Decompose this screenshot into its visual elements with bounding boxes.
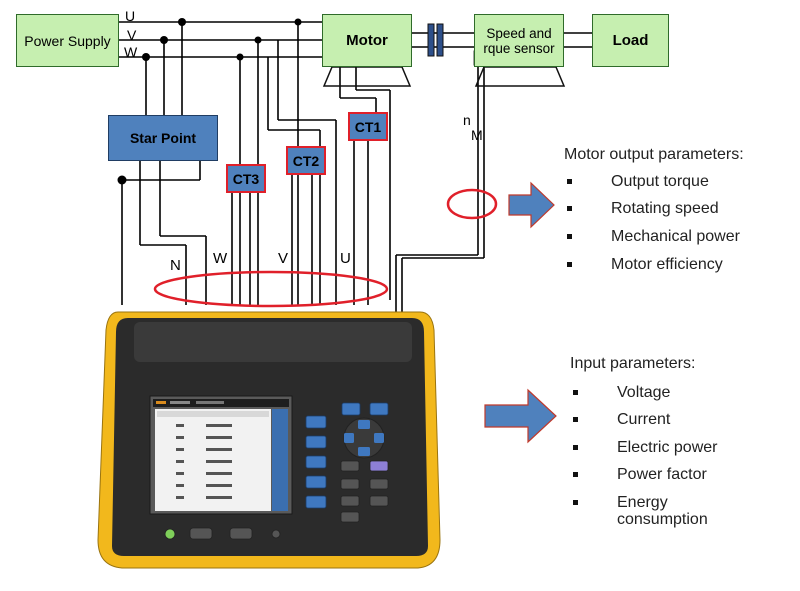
bullet-icon [573, 472, 578, 477]
phase-label-n-bottom: N [170, 257, 181, 274]
star-point-label: Star Point [129, 130, 197, 146]
torque-signal-label: M [471, 127, 483, 143]
input-item: Current [617, 411, 671, 428]
phase-label-w-top: W [124, 44, 138, 60]
motor-output-item: Motor efficiency [611, 256, 723, 273]
input-item: Energy consumption [617, 494, 708, 528]
bullet-icon [567, 206, 572, 211]
phase-label-u-top: U [125, 8, 136, 24]
list-item: Power factor [573, 466, 773, 486]
motor-output-item: Mechanical power [611, 228, 740, 245]
phase-label-v-top: V [127, 27, 137, 43]
bullet-icon [573, 390, 578, 395]
load-label: Load [612, 32, 649, 49]
input-parameters-title: Input parameters: [570, 355, 696, 372]
ct2-label: CT2 [292, 152, 320, 169]
ct1-block: CT1 [348, 112, 388, 141]
bullet-icon [567, 234, 572, 239]
load-block: Load [592, 14, 669, 67]
speed-torque-sensor-block: Speed and rque sensor [474, 14, 564, 67]
list-item: Energy consumption [573, 494, 773, 534]
phase-label-u-bottom: U [340, 250, 351, 267]
ct3-block: CT3 [226, 164, 266, 193]
bullet-icon [573, 445, 578, 450]
bullet-icon [567, 262, 572, 267]
list-item: Motor efficiency [567, 256, 787, 276]
list-item: Rotating speed [567, 200, 787, 220]
motor-output-item: Rotating speed [611, 200, 719, 217]
input-item: Power factor [617, 466, 707, 483]
motor-output-title: Motor output parameters: [564, 146, 744, 163]
speed-signal-label: n [463, 112, 471, 128]
list-item: Output torque [567, 173, 787, 193]
star-point-block: Star Point [108, 115, 218, 161]
bullet-icon [567, 179, 572, 184]
power-supply-block: Power Supply [16, 14, 119, 67]
power-supply-label: Power Supply [24, 32, 111, 49]
motor-block: Motor [322, 14, 412, 67]
input-item: Voltage [617, 384, 671, 401]
motor-output-item: Output torque [611, 173, 709, 190]
list-item: Voltage [573, 384, 773, 404]
ct3-label: CT3 [232, 170, 260, 187]
sensor-label: Speed and rque sensor [483, 25, 555, 56]
ct1-label: CT1 [354, 118, 382, 135]
bullet-icon [573, 417, 578, 422]
list-item: Mechanical power [567, 228, 787, 248]
phase-label-v-bottom: V [278, 250, 289, 267]
motor-label: Motor [346, 32, 388, 49]
ct2-block: CT2 [286, 146, 326, 175]
list-item: Current [573, 411, 773, 431]
input-item: Electric power [617, 439, 718, 456]
list-item: Electric power [573, 439, 773, 459]
phase-label-w-bottom: W [213, 250, 228, 267]
bullet-icon [573, 500, 578, 505]
